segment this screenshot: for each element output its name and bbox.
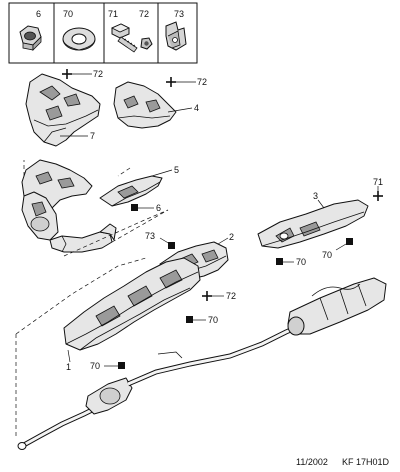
callout-70: 70 [322,250,332,260]
callout-70: 70 [90,361,100,371]
callout-6: 6 [156,203,161,213]
callout-1: 1 [66,362,71,372]
footer-date: 11/2002 [296,457,328,467]
callout-72: 72 [226,291,236,301]
legend-ref-71: 71 [108,9,118,19]
bolt-marker-icon [373,191,383,201]
washer-icon [62,27,96,51]
parts-legend: 6 70 71 72 73 [8,2,198,64]
washer-marker-icon [346,238,353,245]
legend-ref-6: 6 [36,9,41,19]
front-pipe-shield [99,175,163,207]
hex-nut-icon [19,25,42,51]
callout-5: 5 [174,165,179,175]
callout-4: 4 [194,103,199,113]
callout-3: 3 [313,191,318,201]
legend-ref-70: 70 [63,9,73,19]
callout-70: 70 [296,257,306,267]
callout-70: 70 [208,315,218,325]
bolt-marker-icon [202,291,212,301]
leader-lines [60,73,379,367]
clip-marker-icon [168,242,175,249]
callout-72: 72 [197,77,207,87]
assembly-guide-lines [15,160,169,436]
bolt-icon [111,23,153,53]
callout-71: 71 [373,177,383,187]
fastener-markers [62,69,383,369]
upper-heat-shield [113,81,177,129]
callout-7: 7 [90,131,95,141]
legend-ref-73: 73 [174,9,184,19]
washer-marker-icon [186,316,193,323]
manifold-heat-shield [25,73,101,147]
callout-73: 73 [145,231,155,241]
nut-marker-icon [131,204,138,211]
exhaust-manifold [21,159,117,253]
main-underbody-shield [63,257,201,351]
clip-icon [165,21,187,51]
bolt-marker-icon [62,69,72,79]
callout-2: 2 [229,232,234,242]
callout-72: 72 [93,69,103,79]
footer-code: KF 17H01D [342,457,390,467]
bolt-marker-icon [166,77,176,87]
exhaust-pipe-line [17,277,387,450]
washer-marker-icon [276,258,283,265]
rear-heat-shield [257,199,369,249]
callout-labels: 72 72 7 4 5 6 73 2 3 71 72 70 70 70 70 1 [66,69,383,372]
washer-marker-icon [118,362,125,369]
legend-ref-72: 72 [139,9,149,19]
